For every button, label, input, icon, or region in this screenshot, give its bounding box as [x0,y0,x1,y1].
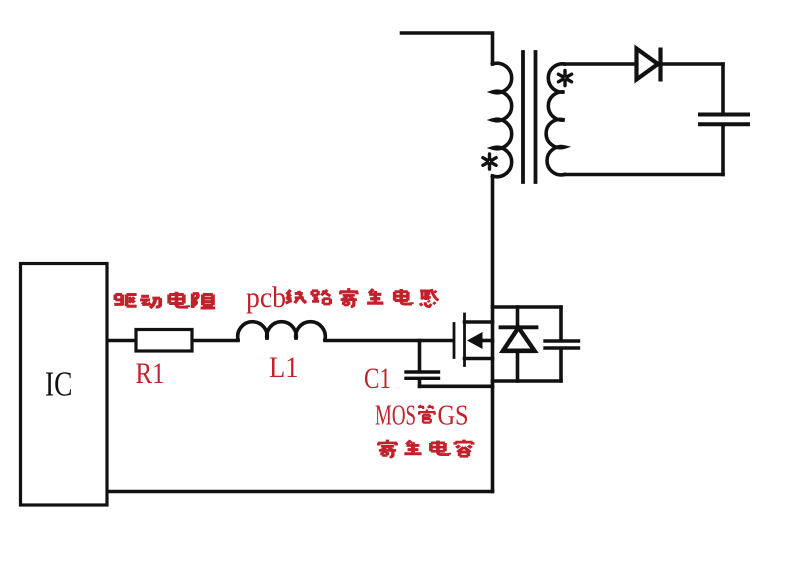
svg-text:C1: C1 [364,362,391,395]
svg-text:L1: L1 [269,351,299,384]
svg-text:MOS: MOS [375,401,416,432]
svg-text:GS: GS [438,401,469,432]
svg-text:pcb: pcb [246,281,286,314]
svg-text:R1: R1 [136,357,165,390]
svg-text:IC: IC [45,365,73,404]
